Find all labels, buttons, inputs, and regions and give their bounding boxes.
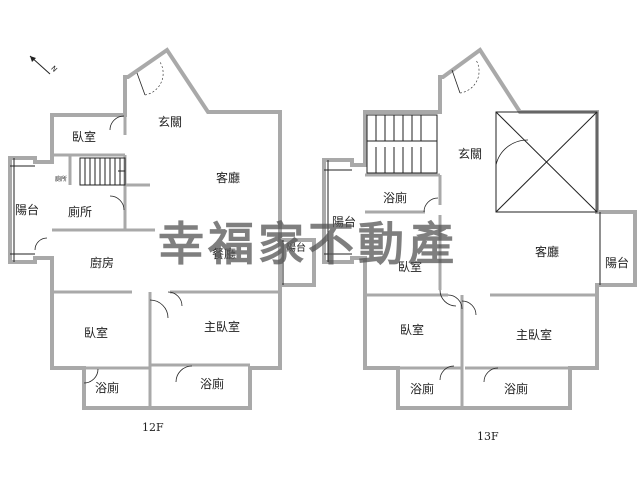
room-13f-balcony-left: 陽台 [332, 214, 356, 229]
watermark-text: 幸福家不動產 [158, 217, 458, 271]
floor-plan-12f [8, 47, 316, 410]
room-13f-balcony-right: 陽台 [605, 255, 629, 270]
room-13f-bathroom-top: 浴廁 [383, 190, 407, 205]
room-12f-bedroom-bottom: 臥室 [84, 325, 108, 340]
room-12f-balcony-right: 陽台 [286, 241, 306, 254]
room-13f-bedroom-middle: 臥室 [398, 259, 422, 274]
room-12f-entrance: 玄關 [158, 114, 182, 129]
north-label: N [49, 64, 58, 73]
room-12f-bathroom-right: 浴廁 [200, 376, 224, 391]
room-12f-dining-room: 餐廳 [212, 246, 236, 261]
room-13f-master-bedroom: 主臥室 [516, 327, 552, 342]
room-12f-master-bedroom: 主臥室 [204, 319, 240, 334]
room-13f-bathroom-right: 浴廁 [504, 381, 528, 396]
floor-label-12f: 12F [142, 421, 164, 434]
room-12f-living-room: 客廳 [216, 170, 240, 185]
north-arrow-icon: N [29, 55, 59, 75]
room-13f-entrance: 玄關 [458, 146, 482, 161]
room-12f-balcony-left: 陽台 [15, 202, 39, 217]
room-13f-living-room: 客廳 [535, 244, 559, 259]
room-13f-bedroom-bottom: 臥室 [400, 322, 424, 337]
floor-label-13f: 13F [477, 430, 499, 443]
room-12f-kitchen: 廚房 [90, 255, 114, 270]
room-12f-bedroom-top: 臥室 [72, 129, 96, 144]
room-12f-toilet-small: 廁所 [55, 175, 67, 183]
room-13f-bathroom-left: 浴廁 [410, 381, 434, 396]
floor-plan-13f [322, 47, 637, 410]
room-12f-toilet: 廁所 [68, 204, 92, 219]
room-12f-bathroom-left: 浴廁 [95, 380, 119, 395]
